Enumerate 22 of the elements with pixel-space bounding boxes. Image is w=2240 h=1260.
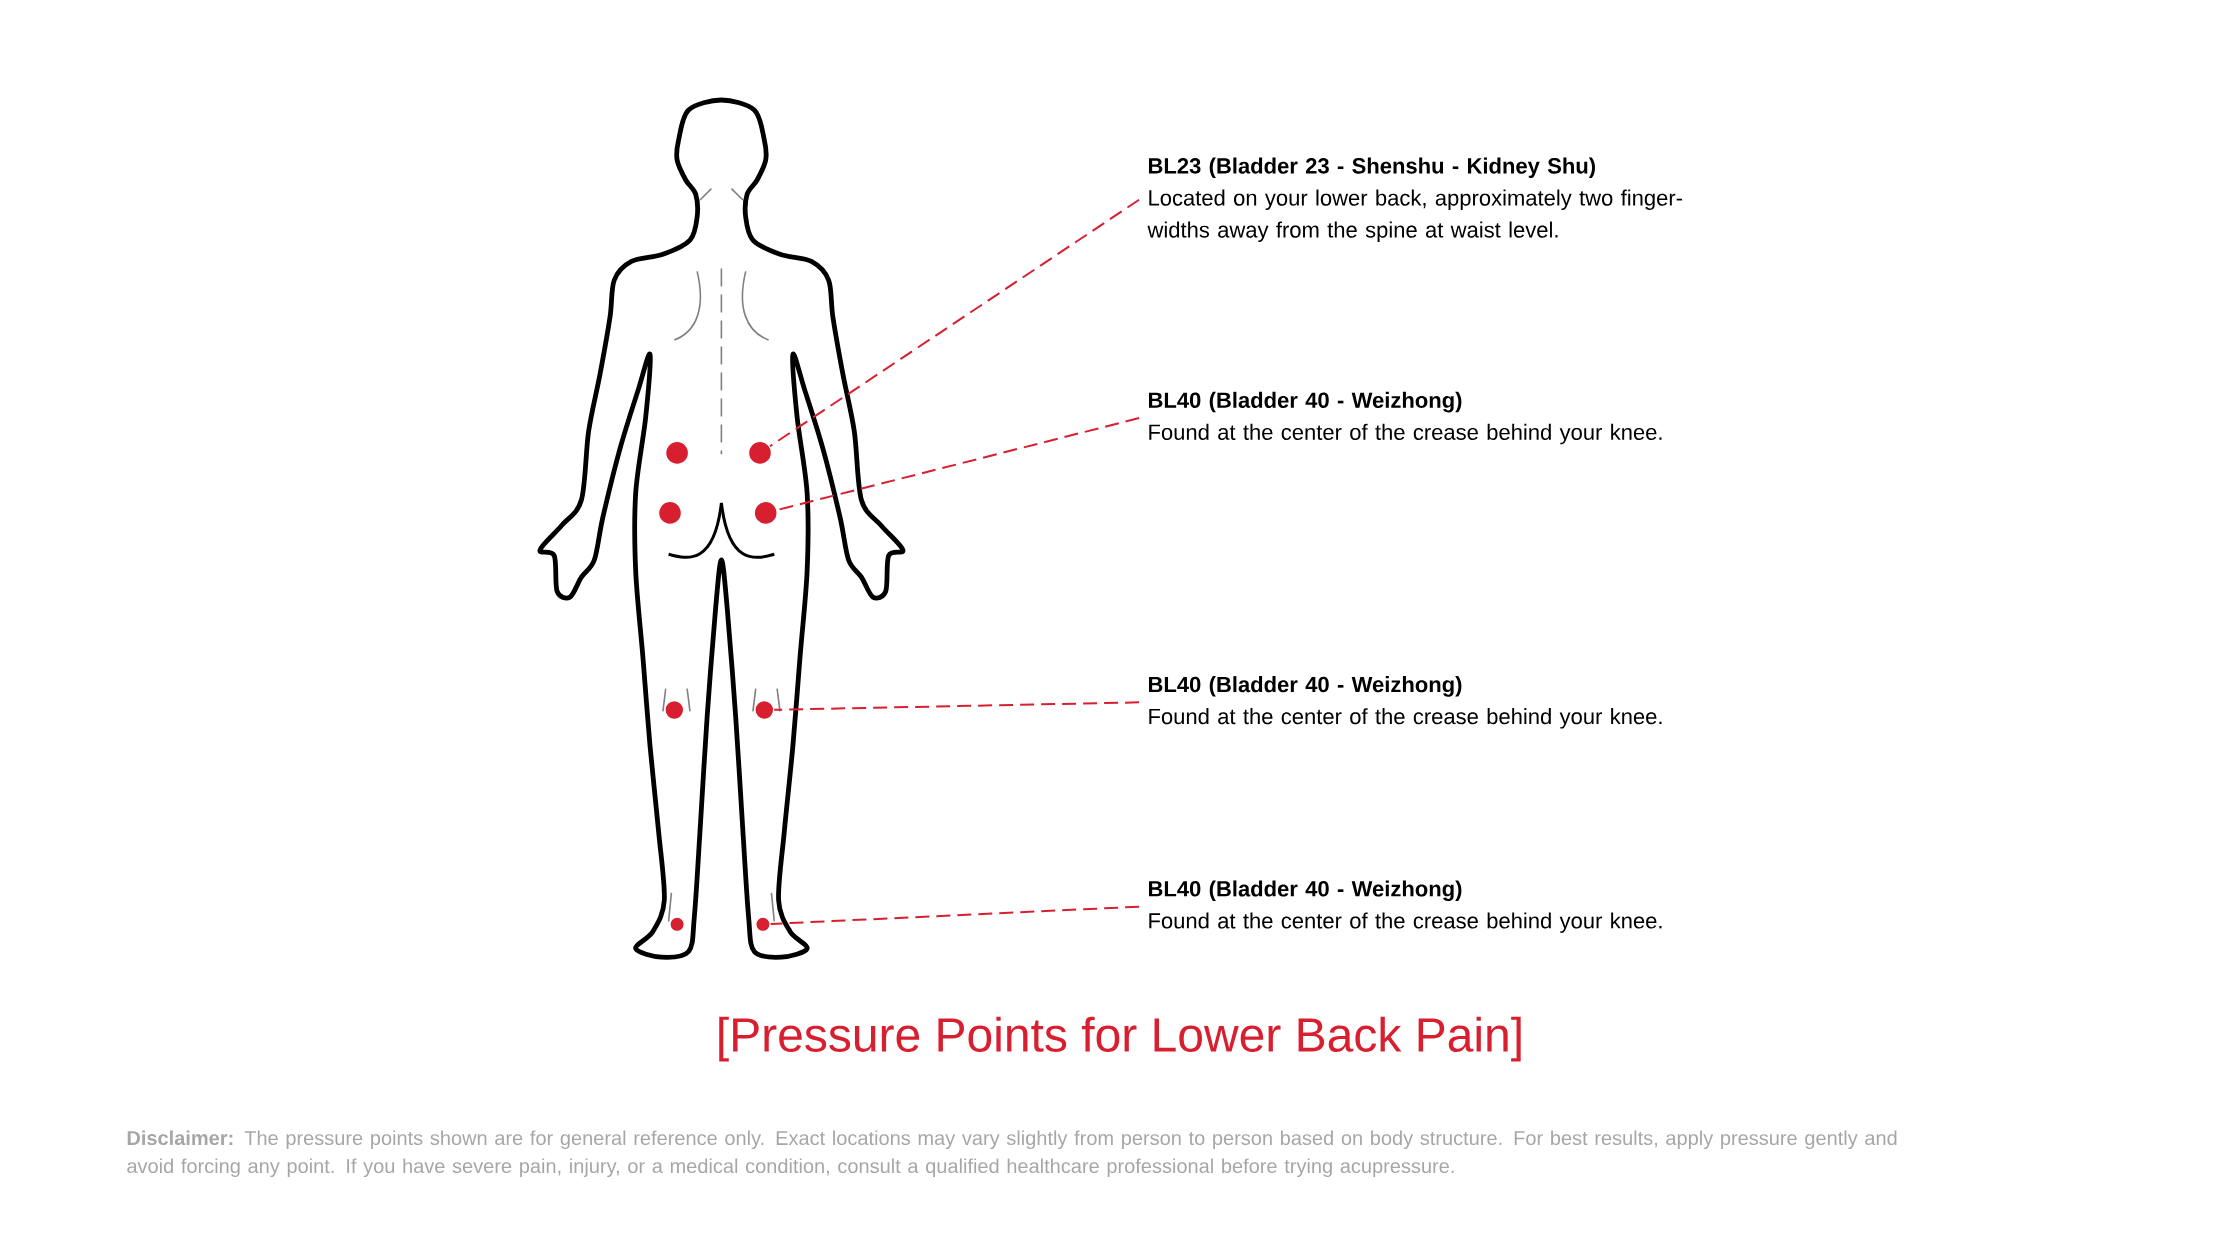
pressure-point-dot xyxy=(754,700,775,720)
pressure-point-dot xyxy=(665,440,690,465)
pressure-point-dot xyxy=(748,440,772,465)
pressure-point-dot xyxy=(755,916,771,932)
point-heading: BL23 (Bladder 23 - Shenshu - Kidney Shu) xyxy=(1149,157,1596,178)
pressure-point-dot xyxy=(669,916,685,932)
point-description: Located on your lower back, approximately two finger-widths away from the spine at waist level. xyxy=(1147,189,1682,242)
pressure-point-dot xyxy=(753,500,778,525)
point-heading: BL40 (Bladder 40 - Weizhong) xyxy=(1149,880,1462,902)
disclaimer-text: Disclaimer: The pressure points shown are for general reference only. Exact locations may vary slightly from person to person based on body structure. For best results, apply pressure gently and avoid forcing any point. If you have severe pain, injury, or a medical condition, consult a qualified healthcare professional before trying acupressure. xyxy=(127,1130,1897,1178)
leader-line xyxy=(776,417,1141,511)
point-heading: BL40 (Bladder 40 - Weizhong) xyxy=(1149,676,1462,697)
leader-line xyxy=(773,701,1141,711)
leader-line xyxy=(769,198,1141,448)
title: [Pressure Points for Lower Back Pain] xyxy=(719,1016,1521,1062)
leader-line xyxy=(769,905,1141,925)
point-description: Found at the center of the crease behind your knee. xyxy=(1149,708,1662,729)
point-heading: BL40 (Bladder 40 - Weizhong) xyxy=(1149,391,1462,413)
pressure-point-dot xyxy=(658,500,682,525)
point-description: Found at the center of the crease behind your knee. xyxy=(1149,423,1662,445)
pressure-point-dot xyxy=(664,700,685,720)
point-description: Found at the center of the crease behind your knee. xyxy=(1149,912,1662,933)
